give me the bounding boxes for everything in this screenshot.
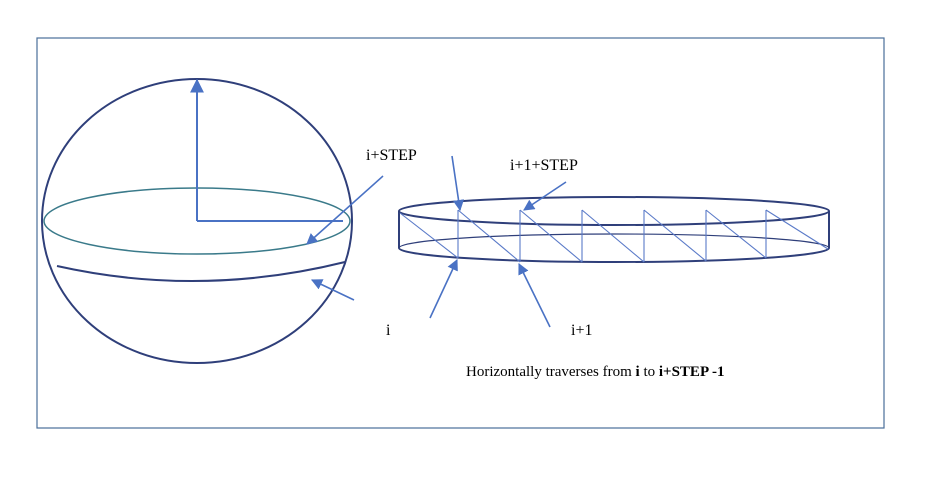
- hatch-diagonal: [581, 209, 645, 263]
- arrow-i-plus-1-plus-step-to-disk: [523, 181, 567, 211]
- arrow-i-plus-1-to-disk: [518, 262, 551, 328]
- disk-bottom-back-arc: [398, 233, 830, 249]
- caption-middle: to: [640, 364, 659, 380]
- label-i-plus-step: i+STEP: [366, 147, 417, 164]
- disk-hatching: [399, 209, 829, 263]
- hatch-diagonal: [705, 209, 767, 259]
- caption-to: i+STEP: [659, 364, 709, 380]
- arrow-i-to-disk: [429, 258, 458, 319]
- hatch-diagonal: [399, 212, 459, 259]
- disk-figure: [398, 196, 830, 263]
- frame-border: [36, 37, 885, 429]
- arrow-i-plus-step-to-disk: [451, 155, 465, 212]
- sphere-band-curve: [56, 261, 346, 283]
- hatch-diagonal: [519, 209, 583, 263]
- disk-top-ellipse: [398, 196, 830, 226]
- label-i-plus-1-plus-step: i+1+STEP: [510, 157, 578, 174]
- hatch-diagonal: [457, 209, 521, 263]
- hatch-diagonal: [643, 209, 707, 262]
- label-i-plus-1: i+1: [571, 322, 592, 339]
- caption-prefix: Horizontally traverses from: [466, 364, 636, 380]
- arrow-i-to-sphere: [310, 279, 355, 301]
- sphere-figure: [41, 78, 353, 364]
- label-i: i: [386, 322, 391, 339]
- disk-bottom-front-arc: [398, 247, 830, 263]
- caption-from: i: [636, 364, 640, 380]
- arrow-i-plus-step-to-sphere: [306, 175, 384, 245]
- caption-suffix: -1: [708, 364, 724, 380]
- hatch-diagonal: [765, 209, 829, 250]
- caption-text: Horizontally traverses from i to i+STEP …: [466, 364, 725, 380]
